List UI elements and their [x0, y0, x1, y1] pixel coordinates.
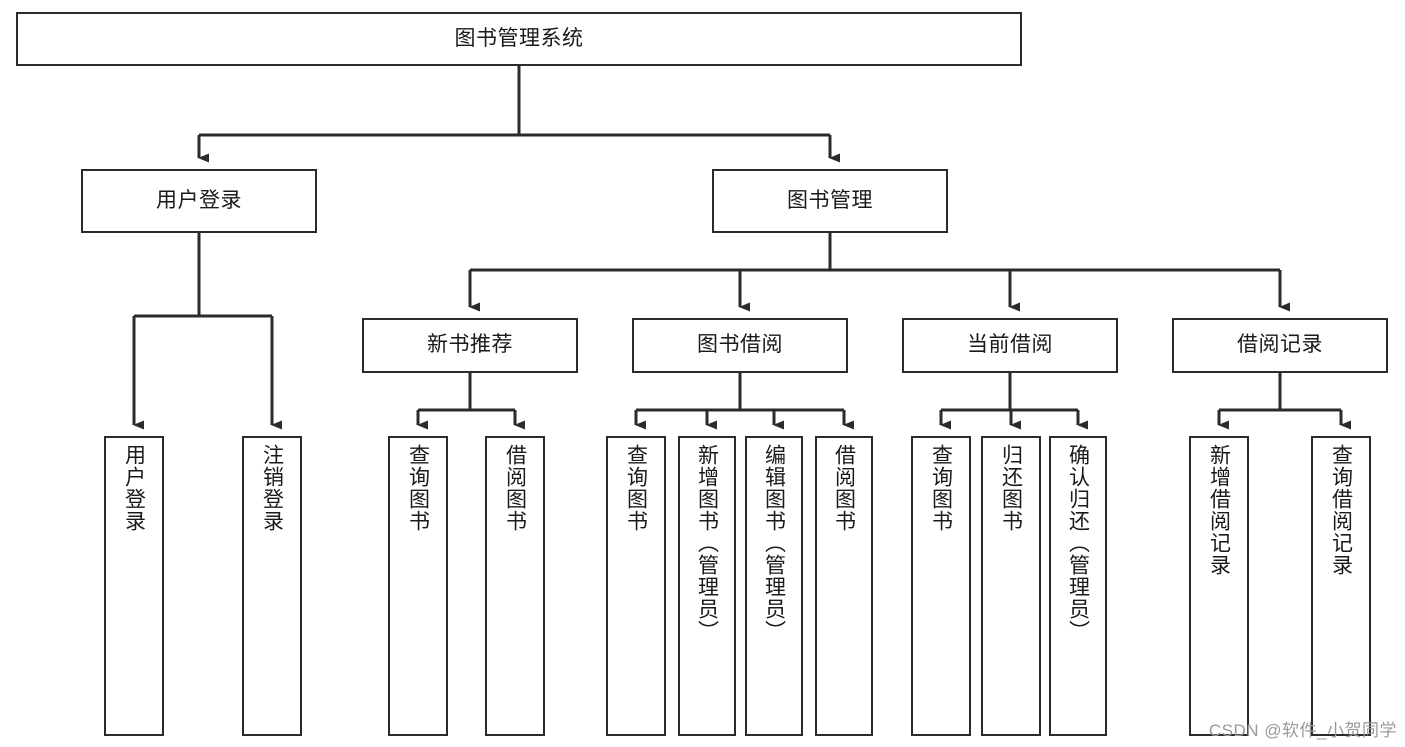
node-root-图书管理系统[interactable]: 图书管理系统: [16, 12, 1022, 66]
node-leaves-查询图书[interactable]: 查询图书: [388, 436, 448, 736]
node-label: 用户登录: [156, 188, 242, 212]
node-leaves-确认归还管理员[interactable]: 确认归还（管理员）: [1049, 436, 1107, 736]
node-label: 借阅图书: [503, 444, 527, 532]
node-label: 用户登录: [122, 444, 146, 532]
node-leaves-查询图书[interactable]: 查询图书: [606, 436, 666, 736]
node-label: 归还图书: [999, 444, 1023, 532]
node-label: 图书借阅: [697, 333, 783, 357]
node-label: 新增图书（管理员）: [695, 444, 719, 642]
node-label: 图书管理: [787, 188, 873, 212]
node-level3-借阅记录[interactable]: 借阅记录: [1172, 318, 1388, 373]
node-leaves-借阅图书[interactable]: 借阅图书: [815, 436, 873, 736]
node-level2-用户登录[interactable]: 用户登录: [81, 169, 317, 233]
node-label: 查询图书: [406, 444, 430, 532]
node-level3-新书推荐[interactable]: 新书推荐: [362, 318, 578, 373]
node-level3-图书借阅[interactable]: 图书借阅: [632, 318, 848, 373]
node-label: 借阅记录: [1237, 333, 1323, 357]
node-label: 确认归还（管理员）: [1066, 444, 1090, 642]
node-label: 图书管理系统: [454, 26, 584, 50]
node-leaves-编辑图书管理员[interactable]: 编辑图书（管理员）: [745, 436, 803, 736]
node-label: 查询图书: [929, 444, 953, 532]
node-level3-当前借阅[interactable]: 当前借阅: [902, 318, 1118, 373]
node-leaves-查询图书[interactable]: 查询图书: [911, 436, 971, 736]
node-label: 借阅图书: [832, 444, 856, 532]
node-leaves-归还图书[interactable]: 归还图书: [981, 436, 1041, 736]
node-label: 查询借阅记录: [1329, 444, 1353, 576]
watermark-text: CSDN @软件_小贺同学: [1208, 721, 1397, 740]
node-label: 编辑图书（管理员）: [762, 444, 786, 642]
node-leaves-借阅图书[interactable]: 借阅图书: [485, 436, 545, 736]
node-leaves-注销登录[interactable]: 注销登录: [242, 436, 302, 736]
node-label: 注销登录: [260, 444, 284, 532]
node-leaves-查询借阅记录[interactable]: 查询借阅记录: [1311, 436, 1371, 736]
node-label: 新增借阅记录: [1207, 444, 1231, 576]
node-label: 当前借阅: [967, 333, 1053, 357]
node-level2-图书管理[interactable]: 图书管理: [712, 169, 948, 233]
node-leaves-新增借阅记录[interactable]: 新增借阅记录: [1189, 436, 1249, 736]
node-leaves-新增图书管理员[interactable]: 新增图书（管理员）: [678, 436, 736, 736]
node-label: 新书推荐: [427, 333, 513, 357]
node-label: 查询图书: [624, 444, 648, 532]
node-leaves-用户登录[interactable]: 用户登录: [104, 436, 164, 736]
